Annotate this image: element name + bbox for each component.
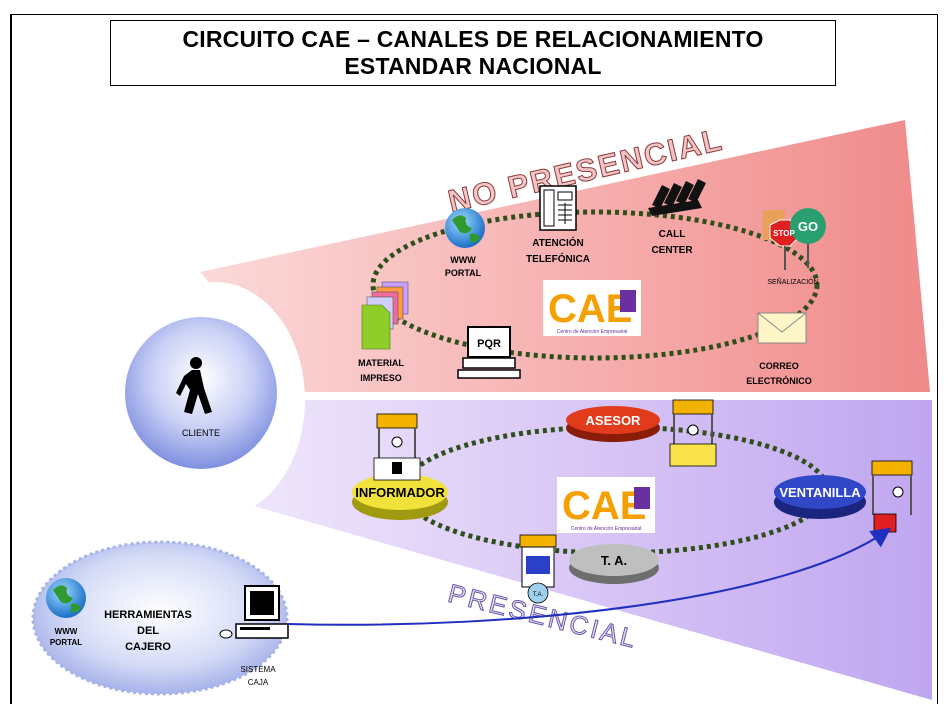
- signage-label: SEÑALIZACIÓN: [767, 277, 818, 286]
- portal-label-1: WWW: [450, 255, 476, 265]
- call-center-icon: [648, 179, 706, 216]
- asesor-kiosk-icon: [669, 399, 717, 467]
- material-label-1: MATERIAL: [358, 358, 404, 368]
- informador-label: INFORMADOR: [355, 485, 445, 500]
- phone-label-2: TELEFÓNICA: [526, 252, 590, 265]
- computer-pqr-icon: [457, 326, 521, 379]
- stop-go-sign-icon: [763, 208, 826, 270]
- cae-logo-letters: CAE: [548, 287, 632, 331]
- asesor-label: ASESOR: [586, 413, 642, 428]
- title-line-1: CIRCUITO CAE – CANALES DE RELACIONAMIENT…: [182, 26, 764, 52]
- cae-logo-letters-2: CAE: [562, 484, 646, 528]
- phone-label-1: ATENCIÓN: [532, 236, 583, 249]
- cash-system-computer-icon: [219, 585, 289, 639]
- informador-disc: [352, 474, 448, 520]
- envelope-icon: [757, 312, 807, 344]
- cae-logo-caption: Centro de Atención Empresarial: [557, 329, 628, 335]
- tools-portal-2: PORTAL: [50, 638, 82, 647]
- telephone-icon: [539, 185, 577, 231]
- frame-left-border: [10, 14, 12, 704]
- informador-kiosk-icon: [373, 413, 421, 481]
- tools-title-3: CAJERO: [125, 641, 171, 653]
- client-label: CLIENTE: [182, 428, 220, 438]
- material-label-2: IMPRESO: [360, 373, 402, 383]
- tools-title-2: DEL: [137, 625, 159, 637]
- system-label-1: SISTEMA: [240, 665, 276, 674]
- ta-label: T. A.: [601, 553, 627, 568]
- tools-portal-1: WWW: [55, 627, 78, 636]
- title-line-2: ESTANDAR NACIONAL: [344, 53, 602, 79]
- ventanilla-label: VENTANILLA: [779, 485, 861, 500]
- frame-right-border: [937, 14, 938, 704]
- pqr-label: PQR: [477, 338, 501, 350]
- cashier-to-ventanilla-arrow: [287, 527, 892, 626]
- globe-icon-2: [46, 578, 86, 618]
- printed-material-icon: [361, 281, 409, 350]
- ventanilla-disc: [774, 475, 866, 519]
- cashier-tools-area: [31, 540, 289, 696]
- email-label-2: ELECTRÓNICO: [746, 375, 812, 386]
- callcenter-label-1: CALL: [659, 229, 686, 240]
- system-label-2: CAJA: [248, 678, 269, 687]
- ta-disc: [569, 544, 659, 584]
- globe-icon: [445, 208, 485, 248]
- portal-label-2: PORTAL: [445, 268, 482, 278]
- no-presencial-circuit: [370, 209, 820, 361]
- callcenter-label-2: CENTER: [651, 245, 693, 256]
- asesor-disc: [566, 406, 660, 442]
- cae-logo-caption-2: Centro de Atención Empresarial: [571, 526, 642, 532]
- ta-small-label: T.A.: [533, 592, 544, 598]
- ta-machine-icon: [519, 534, 557, 604]
- cae-logo-top: CAE Centro de Atención Empresarial: [543, 280, 641, 336]
- stop-text: STOP: [773, 229, 795, 238]
- email-label-1: CORREO: [759, 361, 799, 371]
- title-box: CIRCUITO CAE – CANALES DE RELACIONAMIENT…: [110, 20, 836, 86]
- walking-person-icon: [176, 357, 212, 414]
- tools-title-1: HERRAMIENTAS: [104, 609, 192, 621]
- go-text: GO: [798, 219, 818, 234]
- frame-top-border: [10, 14, 938, 15]
- ventanilla-kiosk-icon: [871, 460, 913, 533]
- cae-logo-bottom: CAE Centro de Atención Empresarial: [557, 477, 655, 533]
